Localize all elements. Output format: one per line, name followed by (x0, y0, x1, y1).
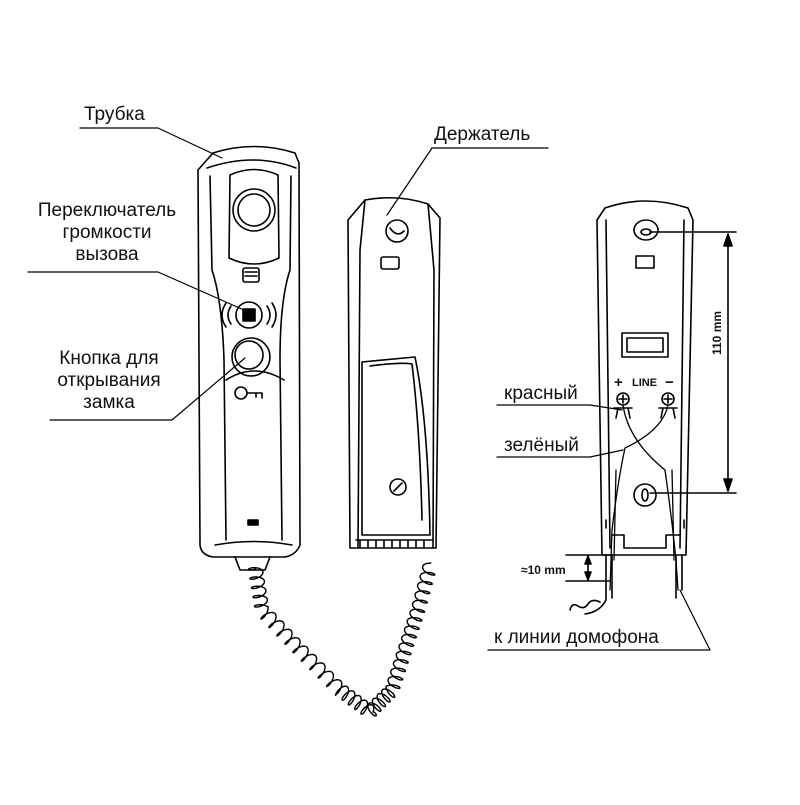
dimension-10 (565, 554, 611, 582)
handset-body (197, 145, 301, 558)
dim-10-label: ≈10 mm (521, 563, 566, 577)
label-to-line: к линии домофона (494, 627, 659, 648)
terminal-line-label: LINE (632, 377, 658, 389)
handset-slot-lines (244, 271, 258, 277)
terminal-plus-label: + (614, 374, 623, 391)
handset-inner-edge-right (279, 175, 292, 541)
leader-volume (27, 271, 245, 311)
leader-holder (386, 147, 549, 216)
leader-line (487, 589, 711, 651)
label-handset: Трубка (84, 104, 145, 125)
holder (347, 196, 441, 549)
dim-10-arrow-bottom (584, 571, 592, 581)
leader-door (49, 357, 246, 421)
wire-green (609, 404, 669, 591)
label-wire-green: зелёный (504, 435, 579, 456)
holder-cradle (361, 356, 431, 536)
volume-switch[interactable] (221, 301, 277, 329)
holder-clip (380, 256, 400, 270)
earpiece-speaker-inner (237, 193, 271, 227)
holder-cradle-inner (369, 362, 423, 521)
leader-lines (27, 127, 711, 651)
handset (197, 145, 301, 571)
back-mount-hole-bottom-inner (641, 488, 649, 502)
back-cable-right (675, 554, 683, 599)
label-holder: Держатель (434, 124, 531, 145)
dim-110-arrow-bottom (723, 478, 733, 492)
back-mount-hole-bottom (633, 483, 657, 507)
dimension-110 (649, 231, 737, 494)
back-mount-hole-top (633, 219, 659, 241)
back-small-window (635, 255, 655, 269)
terminal-minus-label: − (665, 374, 674, 391)
holder-screw-slot (393, 482, 403, 492)
label-volume-switch-line3: вызова (75, 244, 139, 265)
holder-hook (385, 219, 409, 243)
terminal-minus-screw-cross (663, 394, 673, 404)
handset-slot (242, 267, 260, 283)
label-volume-switch-line1: Переключатель (37, 200, 177, 221)
handset-lower-panel (225, 370, 285, 381)
volume-switch-icon (242, 308, 256, 322)
label-door-button-line1: Кнопка для (59, 348, 159, 369)
handset-earpiece-panel (228, 168, 280, 265)
volume-switch-button[interactable] (235, 301, 263, 329)
back-label-window (621, 332, 669, 358)
dim-110-label: 110 mm (710, 310, 724, 355)
label-volume-switch-line2: громкости (62, 222, 152, 243)
coiled-cord (247, 562, 436, 717)
volume-wave-right-icon (266, 302, 277, 328)
key-icon (234, 386, 263, 400)
door-open-button-core (234, 340, 264, 370)
leader-handset (79, 127, 223, 159)
earpiece-speaker-icon (232, 188, 276, 232)
handset-inner-edge (209, 175, 227, 541)
leader-green (496, 449, 624, 458)
back-view (569, 200, 694, 615)
back-bottom-slots (605, 519, 685, 529)
label-door-button-line2: открывания (57, 370, 161, 391)
dim-10-arrow-top (584, 555, 592, 565)
wire-bundle (613, 469, 675, 561)
label-wire-red: красный (504, 383, 578, 404)
holder-screw (389, 478, 407, 496)
volume-wave-left-icon (221, 302, 232, 328)
handset-bottom-mark (247, 519, 259, 526)
leader-red (496, 404, 623, 411)
back-cable-coil (569, 599, 601, 611)
back-cable-left (584, 554, 613, 615)
holder-vents (355, 539, 433, 549)
label-door-button: Кнопка для открывания замка (44, 348, 174, 414)
door-open-button-ring[interactable] (231, 337, 271, 377)
holder-side-left (357, 199, 366, 549)
back-label-window-inner (626, 337, 664, 353)
back-bottom-step (611, 534, 681, 549)
handset-top-bevel (206, 159, 297, 169)
dim-110-arrow-top (723, 233, 733, 247)
label-volume-switch: Переключатель громкости вызова (28, 200, 186, 266)
label-door-button-line3: замка (83, 392, 135, 413)
handset-bottom-edge (214, 540, 293, 546)
door-open-button[interactable] (231, 337, 271, 377)
holder-hook-inner (389, 227, 405, 235)
holder-side (427, 203, 435, 549)
terminal-plus-screw-cross (618, 394, 628, 404)
